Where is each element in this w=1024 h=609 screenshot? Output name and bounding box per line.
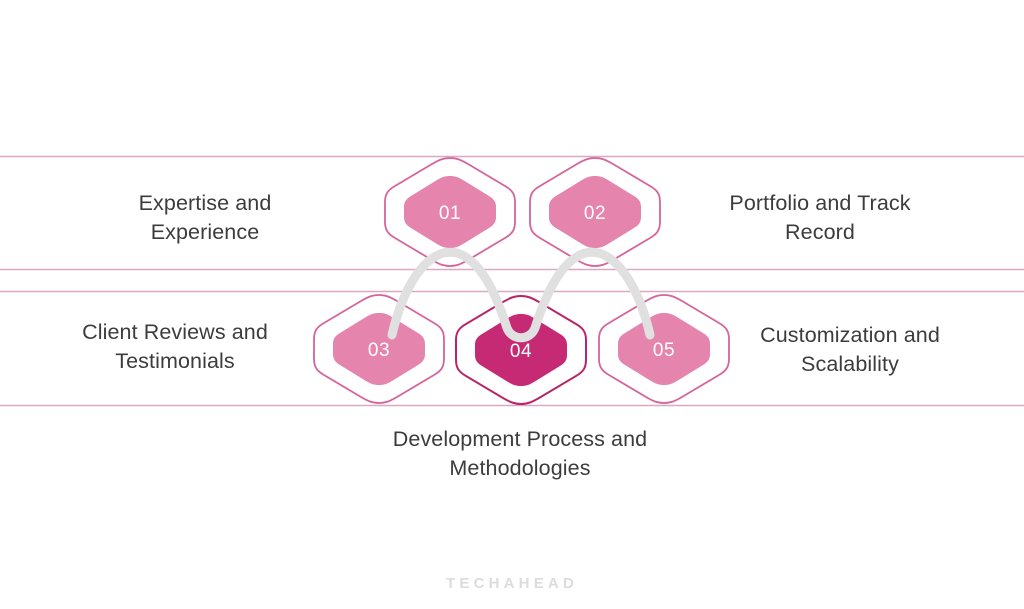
node-03-label: Client Reviews and Testimonials (82, 320, 268, 373)
node-04-label: Development Process and Methodologies (392, 427, 648, 480)
hex-node-03-outline (313, 294, 445, 404)
hex-node-01-outline (384, 157, 516, 267)
hex-node-05-outline (598, 294, 730, 404)
hex-node-05-fill (618, 313, 710, 385)
hex-node-04-number: 04 (510, 341, 532, 362)
node-01-label: Expertise and Experience (138, 191, 272, 244)
hex-node-03-number: 03 (368, 340, 390, 361)
hex-node-04-fill (475, 314, 567, 386)
hex-node-03[interactable]: 03 (313, 294, 445, 404)
hex-node-05[interactable]: 05 (598, 294, 730, 404)
hex-node-01[interactable]: 01 (384, 157, 516, 267)
hex-node-03-fill (333, 313, 425, 385)
hex-node-02-outline (529, 157, 661, 267)
node-02-label: Portfolio and Track Record (729, 191, 911, 244)
hex-node-01-number: 01 (439, 203, 461, 224)
hex-node-02[interactable]: 02 (529, 157, 661, 267)
hex-node-02-number: 02 (584, 203, 606, 224)
hex-node-02-fill (549, 176, 641, 248)
wave-connector (387, 247, 655, 343)
hex-node-04[interactable]: 04 (455, 294, 587, 406)
hex-node-01-fill (404, 176, 496, 248)
node-05-label: Customization and Scalability (760, 323, 940, 376)
hex-node-05-number: 05 (653, 340, 675, 361)
techahead-brand-logo: TECHAHEAD (446, 575, 578, 592)
hex-node-04-outline (455, 294, 587, 406)
guide-rules (0, 155, 1024, 407)
